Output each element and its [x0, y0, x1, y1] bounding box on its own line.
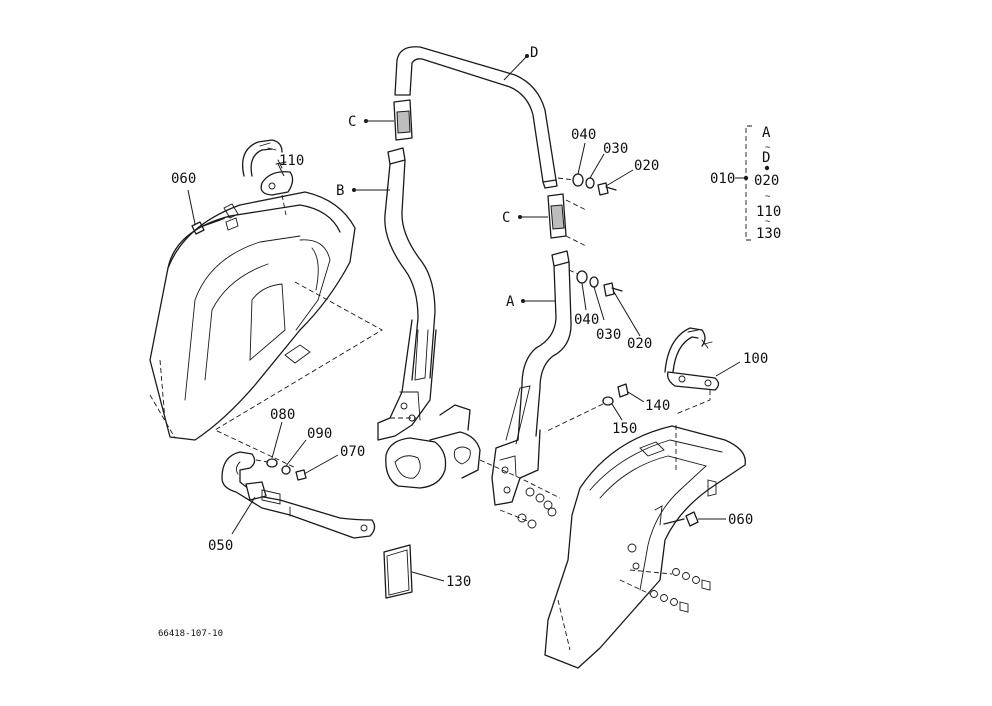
left-fender — [149, 191, 356, 441]
label-c-upper: C — [348, 114, 356, 130]
label-150: 150 — [612, 421, 637, 437]
label-060-left: 060 — [171, 171, 196, 187]
label-110: 110 — [279, 153, 304, 169]
label-040-upper: 040 — [571, 127, 596, 143]
label-020-lower: 020 — [627, 336, 652, 352]
upper-hardware — [557, 173, 617, 196]
left-bolt-060 — [191, 203, 239, 235]
leader-lines — [187, 54, 741, 582]
right-handle — [664, 327, 720, 415]
right-bolt-060 — [663, 511, 699, 527]
seat-belt — [221, 451, 376, 539]
label-030-upper: 030 — [603, 141, 628, 157]
label-020-upper: 020 — [634, 158, 659, 174]
label-130: 130 — [446, 574, 471, 590]
label-a: A — [506, 294, 515, 310]
label-c-lower: C — [502, 210, 510, 226]
right-fender — [544, 425, 746, 669]
axle-housing — [385, 404, 561, 523]
label-080: 080 — [270, 407, 295, 423]
drawing-number: 66418-107-10 — [158, 629, 223, 639]
label-040-lower: 040 — [574, 312, 599, 328]
operators-manual — [383, 544, 413, 599]
label-030-lower: 030 — [596, 327, 621, 343]
label-050: 050 — [208, 538, 233, 554]
label-d: D — [530, 45, 538, 61]
label-100: 100 — [743, 351, 768, 367]
left-handle — [241, 139, 294, 216]
belt-hardware — [255, 458, 307, 481]
legend-sep-3: ~ — [765, 217, 771, 227]
base-hardware — [517, 487, 557, 529]
legend-item-a: A — [762, 125, 771, 141]
fender-hardware — [619, 568, 711, 613]
frame-top-bow — [394, 46, 558, 189]
label-090: 090 — [307, 426, 332, 442]
label-140: 140 — [645, 398, 670, 414]
legend-sep-1: ~ — [765, 143, 771, 153]
legend-item-130: 130 — [756, 226, 781, 242]
frame-left-post — [377, 147, 437, 441]
upper-insert-c — [393, 99, 413, 141]
lower-insert-c — [547, 193, 587, 247]
legend-item-020: 020 — [754, 173, 779, 189]
label-070: 070 — [340, 444, 365, 460]
alignment-line-left — [214, 281, 383, 469]
label-060-right: 060 — [728, 512, 753, 528]
bolt-140-washer-150 — [544, 383, 629, 433]
callout-labels: D C B C A 040 030 020 040 030 020 110 06… — [171, 45, 768, 590]
legend-assembly: 010 — [710, 171, 735, 187]
frame-right-post — [491, 250, 572, 506]
label-b: B — [336, 183, 344, 199]
legend-item-d: D — [762, 150, 770, 166]
legend-sep-2: ~ — [765, 192, 771, 202]
legend-item-110: 110 — [756, 204, 781, 220]
assembly-legend: 010 A ~ D 020 ~ 110 ~ 130 — [710, 125, 781, 242]
